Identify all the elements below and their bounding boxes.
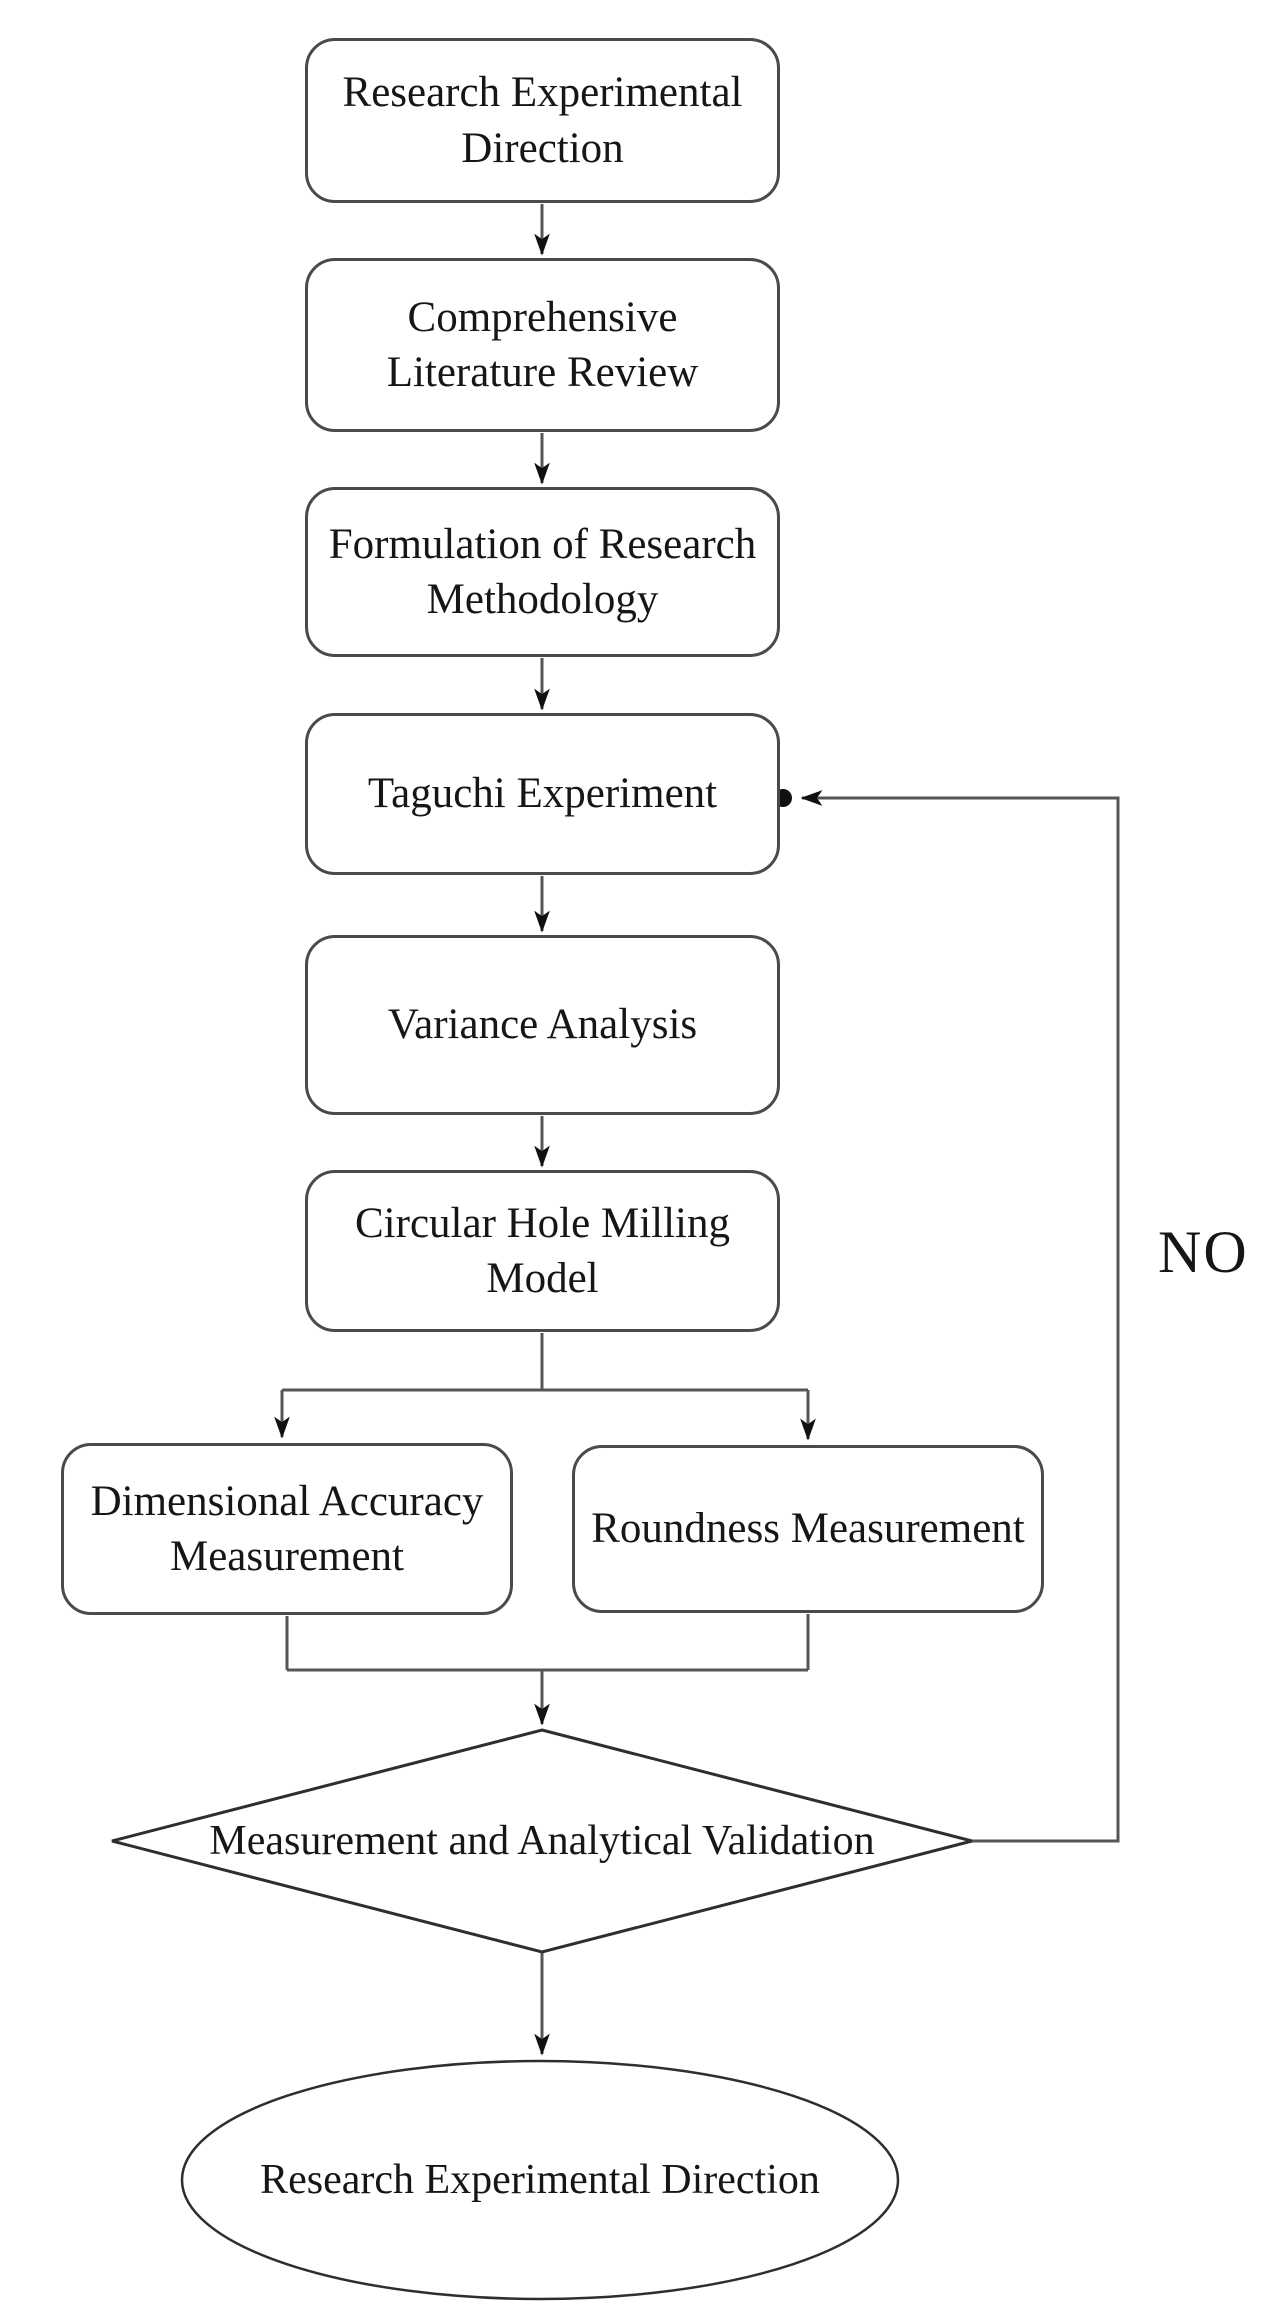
node-research-direction: Research Experimental Direction (305, 38, 780, 203)
node-dimensional-accuracy: Dimensional Accuracy Measurement (61, 1443, 513, 1615)
node-literature-review: Comprehensive Literature Review (305, 258, 780, 432)
node-taguchi-experiment-label: Taguchi Experiment (367, 770, 718, 818)
node-roundness-measurement-label: Roundness Measurement (591, 1505, 1025, 1553)
node-roundness-measurement: Roundness Measurement (572, 1445, 1044, 1613)
node-milling-model: Circular Hole Milling Model (305, 1170, 780, 1332)
node-research-direction-label: Research Experimental Direction (342, 69, 743, 172)
node-milling-model-label: Circular Hole Milling Model (355, 1199, 730, 1302)
end-ellipse-shape (182, 2061, 898, 2299)
node-taguchi-experiment: Taguchi Experiment (305, 713, 780, 875)
no-branch-label: NO (1158, 1218, 1249, 1287)
merge-elbow-line (287, 1614, 808, 1670)
node-variance-analysis: Variance Analysis (305, 935, 780, 1115)
validation-label-text: Measurement and Analytical Validation (209, 1817, 875, 1864)
validation-diamond-shape (112, 1730, 972, 1952)
end-label-text: Research Experimental Direction (260, 2156, 820, 2203)
no-feedback-loop-line (800, 790, 1118, 1841)
split-elbow-line (282, 1333, 808, 1390)
node-methodology-label: Formulation of Research Methodology (328, 520, 757, 623)
node-end-ellipse-label: Research Experimental Direction (230, 2152, 850, 2208)
node-variance-analysis-label: Variance Analysis (387, 1001, 698, 1049)
no-branch-label-text: NO (1158, 1219, 1249, 1285)
node-methodology: Formulation of Research Methodology (305, 487, 780, 657)
node-literature-review-label: Comprehensive Literature Review (386, 293, 699, 396)
node-dimensional-accuracy-label: Dimensional Accuracy Measurement (90, 1477, 484, 1580)
node-validation-diamond-label: Measurement and Analytical Validation (132, 1813, 952, 1869)
